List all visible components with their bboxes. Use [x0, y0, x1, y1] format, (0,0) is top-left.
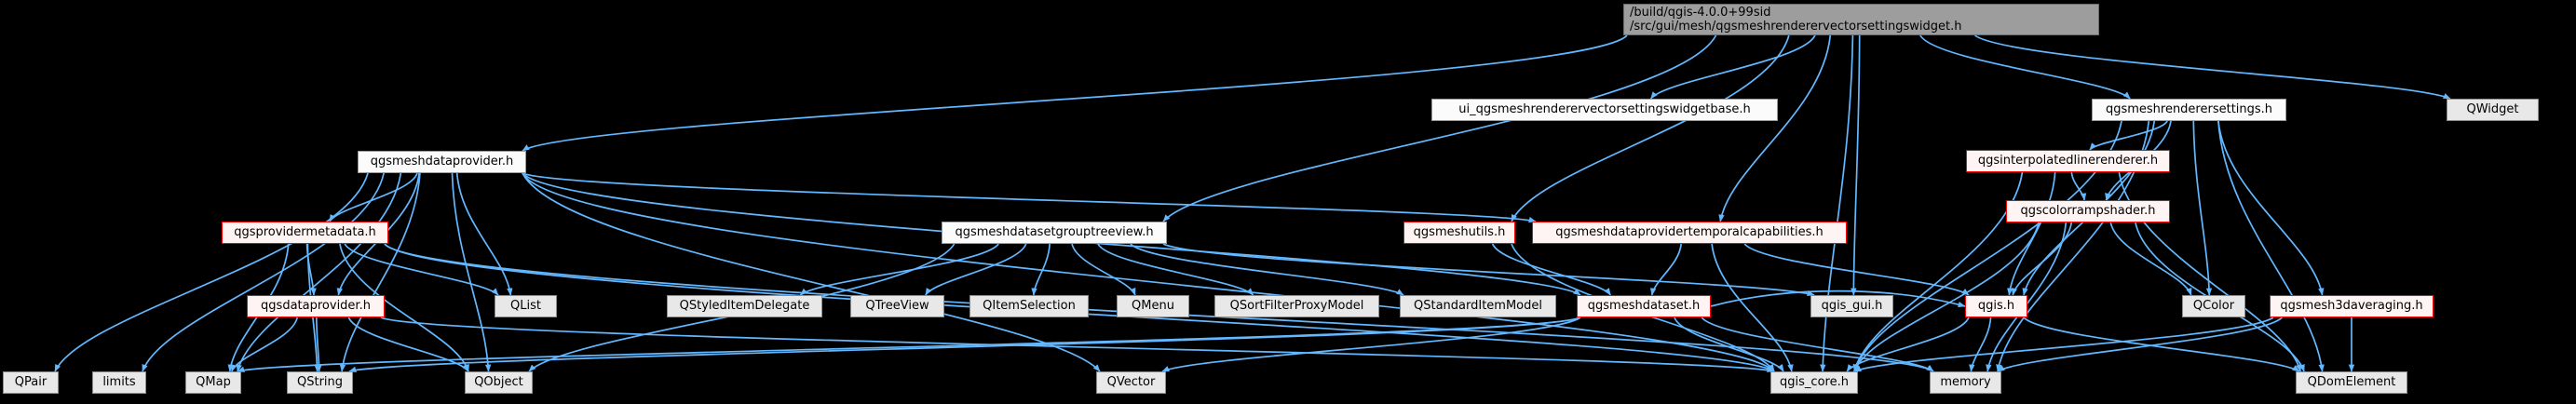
graph-node-meshrs[interactable]: qgsmeshrenderersettings.h	[2092, 99, 2286, 121]
edge-dataprov-to-qobject	[451, 172, 492, 372]
edge-grouptree-to-qsortfilter	[1097, 243, 1254, 296]
graph-node-qstyled[interactable]: QStyledItemDelegate	[667, 295, 822, 317]
edge-meshdataset-to-qgiscore	[1674, 316, 1784, 372]
edge-interp-to-qgiscore	[1852, 171, 2024, 372]
graph-node-meshdataset[interactable]: qgsmeshdataset.h	[1577, 295, 1711, 317]
graph-node-qvector[interactable]: QVector	[1096, 371, 1166, 394]
edge-root-to-meshutils	[1511, 34, 1790, 222]
edge-grouptree-to-qstyled	[799, 243, 999, 296]
edge-root-to-qgiscore	[1820, 34, 1854, 372]
edge-dataprov-to-temporal	[522, 172, 1537, 223]
edge-grouptree-to-qgisgui	[1162, 243, 1815, 297]
graph-node-qmenu[interactable]: QMenu	[1117, 295, 1189, 317]
edge-qgish-to-qgiscore	[1846, 316, 1970, 372]
edge-root-to-qwidget	[1974, 34, 2451, 100]
edge-root-to-meshrs	[1919, 34, 2131, 100]
graph-node-mesh3d[interactable]: qgsmesh3daveraging.h	[2270, 295, 2434, 317]
edge-qgish-to-memory	[1969, 316, 1992, 372]
edge-meshdataset-to-qmap	[237, 316, 1581, 372]
edge-temporal-to-qgish	[1743, 243, 1970, 296]
edge-provmeta-to-qlist	[344, 243, 499, 296]
graph-node-qitemsel[interactable]: QItemSelection	[969, 295, 1089, 317]
edge-root-to-dataprov	[522, 34, 1628, 152]
edge-grouptree-to-qitemsel	[1031, 243, 1051, 296]
edge-provmeta-to-qgsdataprov	[305, 243, 317, 296]
edge-colorramp-to-qgish	[2011, 222, 2073, 296]
edge-qgsdataprov-to-qmap	[231, 316, 299, 372]
graph-node-qpair[interactable]: QPair	[3, 371, 59, 394]
graph-node-grouptree[interactable]: qgsmeshdatasetgrouptreeview.h	[942, 222, 1167, 244]
edge-root-to-grouptree	[1162, 34, 1717, 222]
edge-qgsdataprov-to-qobject	[347, 316, 469, 372]
edge-mesh3d-to-memory	[1997, 316, 2284, 372]
graph-node-qgiscore[interactable]: qgis_core.h	[1770, 371, 1858, 394]
edge-meshrs-to-qcolor	[2192, 120, 2213, 296]
graph-node-qstring[interactable]: QString	[287, 371, 353, 394]
graph-node-qlist[interactable]: QList	[495, 295, 557, 317]
graph-node-qdomelement[interactable]: QDomElement	[2296, 371, 2407, 394]
edge-interp-to-qgish	[2007, 171, 2056, 296]
graph-node-meshutils[interactable]: qgsmeshutils.h	[1403, 222, 1515, 244]
edge-dataprov-to-qvector	[522, 172, 1101, 372]
graph-node-qgsdataprov[interactable]: qgsdataprovider.h	[247, 295, 385, 317]
edge-root-to-qgisgui	[1851, 34, 1861, 296]
graph-node-uibase[interactable]: ui_qgsmeshrenderervectorsettingswidgetba…	[1431, 99, 1778, 121]
graph-node-qgish[interactable]: qgis.h	[1965, 295, 2027, 317]
edge-qgsdataprov-to-qstring	[315, 316, 322, 372]
edge-dataprov-to-qlist	[455, 172, 513, 296]
edge-colorramp-to-qcolor	[2109, 222, 2192, 296]
graph-node-colorramp[interactable]: qgscolorrampshader.h	[2006, 200, 2170, 222]
graph-node-qmap[interactable]: QMap	[185, 371, 241, 394]
graph-node-root[interactable]: /build/qgis-4.0.0+99sid /src/gui/mesh/qg…	[1623, 4, 2099, 35]
graph-node-qgisgui[interactable]: qgis_gui.h	[1810, 295, 1893, 317]
graph-node-qwidget[interactable]: QWidget	[2447, 99, 2539, 121]
graph-node-qstandard[interactable]: QStandardItemModel	[1400, 295, 1556, 317]
graph-node-interp[interactable]: qgsinterpolatedlinerenderer.h	[1966, 150, 2170, 172]
edge-dataprov-to-qpair	[54, 172, 369, 372]
graph-node-qobject[interactable]: QObject	[465, 371, 533, 394]
edge-meshutils-to-meshdataset	[1491, 243, 1612, 296]
graph-node-temporal[interactable]: qgsmeshdataprovidertemporalcapabilities.…	[1532, 222, 1847, 244]
graph-node-limits[interactable]: limits	[92, 371, 146, 394]
edge-dataprov-to-qstring	[339, 172, 421, 372]
graph-node-qcolor[interactable]: QColor	[2182, 295, 2245, 317]
edge-grouptree-to-qtreeview	[925, 243, 1027, 296]
edge-dataprov-to-limits	[142, 172, 385, 372]
edge-root-to-temporal	[1718, 34, 1832, 222]
edge-qgsdataprov-to-qgiscore	[380, 316, 1775, 372]
edge-meshdataset-to-qvector	[1161, 316, 1581, 372]
edge-mesh3d-to-qgiscore	[1853, 316, 2274, 372]
edge-meshdataset-to-memory	[1701, 316, 1934, 372]
edge-meshrs-to-qdomelement	[2217, 120, 2325, 372]
graph-node-memory[interactable]: memory	[1930, 371, 2001, 394]
edge-interp-to-colorramp	[2070, 171, 2087, 201]
edge-temporal-to-meshdataset	[1649, 243, 1683, 296]
edge-meshrs-to-interp	[2089, 120, 2168, 151]
graph-node-provmeta[interactable]: qgsprovidermetadata.h	[222, 222, 388, 244]
graph-node-qtreeview[interactable]: QTreeView	[850, 295, 944, 317]
edge-dataprov-to-qmap	[236, 172, 402, 372]
graph-node-dataprov[interactable]: qgsmeshdataprovider.h	[358, 151, 526, 173]
edge-root-to-uibase	[1649, 34, 1816, 100]
graph-node-qsortfilter[interactable]: QSortFilterProxyModel	[1214, 295, 1379, 317]
edge-qgish-to-qdomelement	[2023, 316, 2300, 372]
edge-grouptree-to-qstandard	[1130, 243, 1404, 296]
edge-meshrs-to-mesh3d	[2217, 120, 2325, 296]
edge-dataprov-to-qgiscore	[522, 172, 1775, 372]
edge-meshdataset-to-qstring	[348, 316, 1581, 372]
edge-temporal-to-qgiscore	[1711, 243, 1794, 372]
edge-grouptree-to-qmenu	[1071, 243, 1136, 296]
edge-dataprov-to-provmeta	[329, 172, 418, 222]
